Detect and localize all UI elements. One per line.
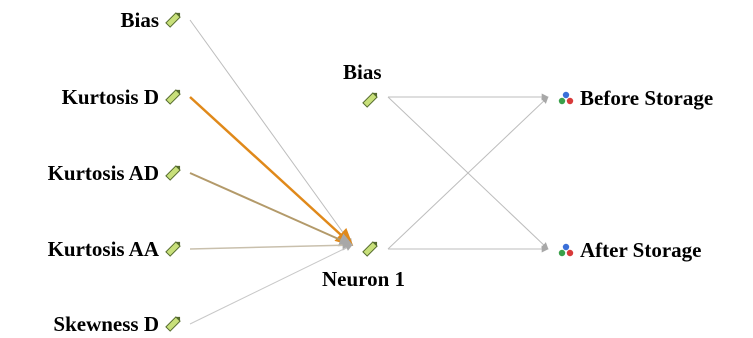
output-node-label: After Storage: [580, 238, 702, 262]
edge-kurtosis-ad-to-neuron-1: [189, 172, 354, 247]
ruler-pencil-icon: [165, 165, 181, 181]
ruler-pencil-icon: [362, 241, 378, 257]
input-node-label: Kurtosis AD: [47, 161, 159, 185]
molecule-icon: [558, 91, 574, 105]
ruler-pencil-icon: [165, 12, 181, 28]
hidden-node-label: Neuron 1: [322, 267, 406, 291]
edge-neuron-1-to-before-storage: [387, 96, 549, 250]
output-node-label: Before Storage: [580, 86, 714, 110]
input-node-label: Kurtosis AA: [47, 237, 159, 261]
edge-kurtosis-d-to-neuron-1: [189, 96, 354, 247]
edge-bias-to-neuron-1: [189, 19, 353, 246]
ruler-pencil-icon: [165, 89, 181, 105]
molecule-icon: [558, 243, 574, 257]
ruler-pencil-icon: [165, 316, 181, 332]
ruler-pencil-icon: [362, 92, 378, 108]
edge-kurtosis-aa-to-neuron-1: [189, 239, 354, 251]
hidden-node-label: Bias: [343, 60, 382, 84]
input-node-label: Kurtosis D: [61, 85, 159, 109]
edge-skewness-d-to-neuron-1: [189, 244, 353, 325]
input-node-label: Skewness D: [53, 312, 159, 336]
input-node-label: Bias: [120, 8, 159, 32]
ruler-pencil-icon: [165, 241, 181, 257]
